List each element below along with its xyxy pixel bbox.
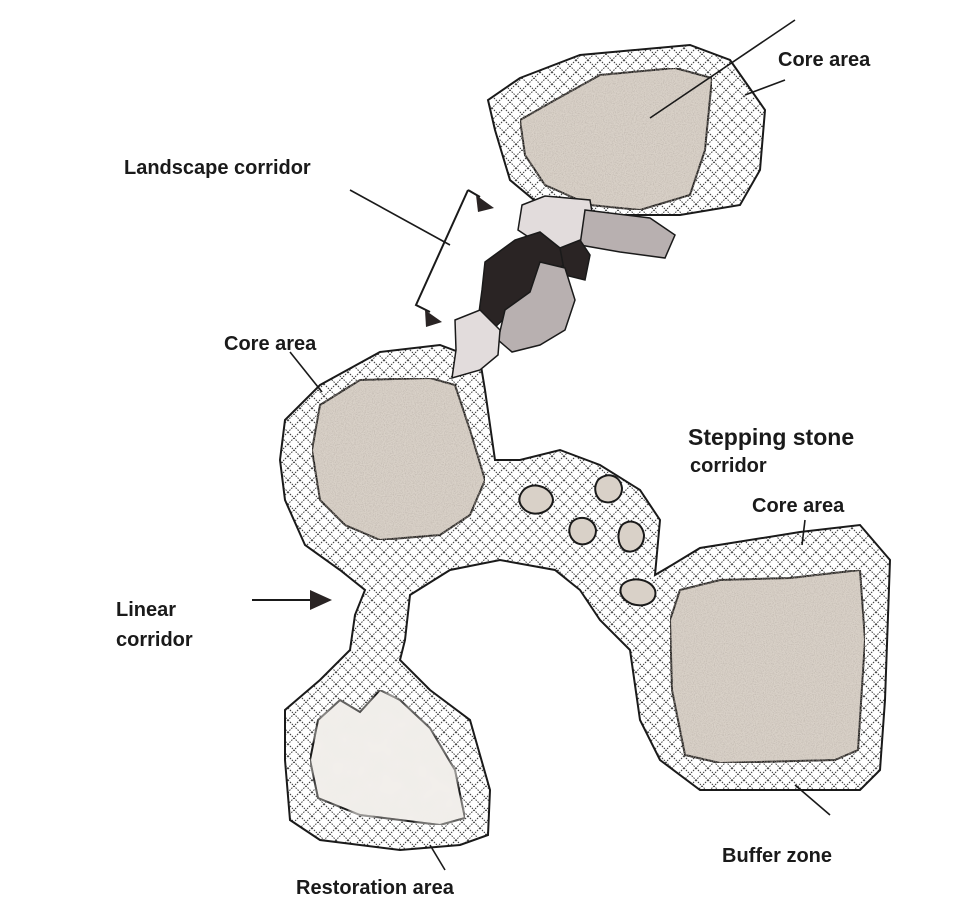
stepping-stone-3 (568, 516, 598, 546)
linear-corridor-arrow (252, 590, 332, 610)
core-area-left (310, 376, 487, 542)
leader-restoration (429, 844, 446, 871)
stepping-stone-2 (594, 474, 624, 504)
leader-core-left (289, 351, 323, 393)
patch-mid-right (579, 209, 676, 259)
label-landscape-corridor: Landscape corridor (124, 157, 311, 179)
leader-core-right (801, 519, 806, 546)
label-stepping-stone-line1: Stepping stone (688, 424, 855, 450)
leader-core-top-buffer (744, 79, 786, 96)
label-core-area-left: Core area (224, 333, 317, 355)
leader-lines (289, 19, 831, 871)
label-core-area-right: Core area (752, 495, 845, 517)
core-area-top (518, 66, 714, 212)
leader-core-top (649, 19, 796, 119)
label-stepping-stone-line2: corridor (690, 455, 767, 477)
landscape-corridor-patches (451, 195, 676, 380)
core-area-right (668, 568, 867, 765)
landscape-corridor-bracket (414, 189, 481, 313)
patch-light-bottom (451, 309, 501, 380)
label-linear-corridor-line2: corridor (116, 629, 193, 651)
stepping-stone-4 (617, 520, 646, 553)
arrow-bottom (425, 310, 442, 327)
label-core-area-top: Core area (778, 49, 871, 71)
landscape-corridor-arrows (425, 195, 494, 327)
leader-landscape-corridor (349, 189, 451, 246)
label-restoration-area: Restoration area (296, 877, 454, 899)
patch-mid-center (497, 261, 576, 353)
leader-buffer-zone (794, 784, 831, 816)
stepping-stones (518, 474, 657, 607)
arrow-top (476, 195, 494, 212)
stepping-stone-5 (619, 578, 657, 607)
label-linear-corridor-line1: Linear (116, 599, 177, 621)
stepping-stone-1 (518, 484, 555, 515)
label-buffer-zone: Buffer zone (722, 845, 832, 867)
restoration-area (308, 688, 467, 827)
